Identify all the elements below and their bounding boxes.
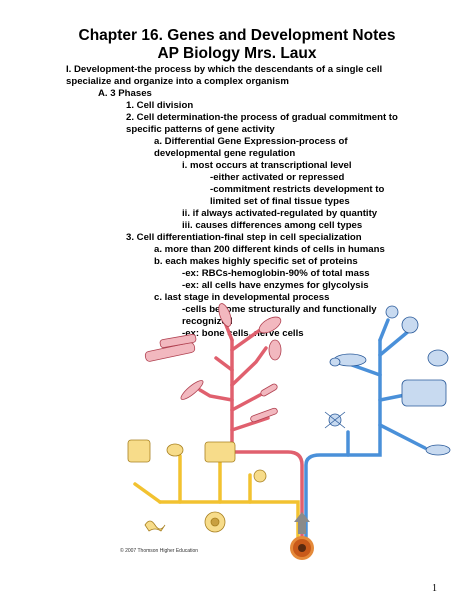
yellow-lineage-branches xyxy=(133,454,300,542)
outline-line: A. 3 Phases xyxy=(98,88,152,99)
outline-line: -ex: all cells have enzymes for glycolys… xyxy=(182,280,369,291)
outline-line: -commitment restricts development to xyxy=(210,184,385,195)
outline-line: 3. Cell differentiation-final step in ce… xyxy=(126,232,362,243)
cell-lineage-diagram: © 2007 Thomson Higher Education xyxy=(120,303,451,560)
outline-line: 1. Cell division xyxy=(126,100,194,111)
outline-line: -ex: RBCs-hemoglobin-90% of total mass xyxy=(182,268,370,279)
outline-line: I. Development-the process by which the … xyxy=(66,64,383,75)
outline-line: limited set of final tissue types xyxy=(210,196,350,207)
outline-line: -ex: bone cells, nerve cells xyxy=(182,328,304,339)
nerve-and-epithelial-cells xyxy=(324,305,451,456)
outline-line: developmental gene regulation xyxy=(154,148,296,159)
outline-line: b. each makes highly specific set of pro… xyxy=(154,256,358,267)
muscle-cells xyxy=(144,303,282,423)
chapter-title: Chapter 16. Genes and Development Notes xyxy=(78,27,396,44)
figure-credit: © 2007 Thomson Higher Education xyxy=(120,547,198,554)
bone-and-fat-cells xyxy=(127,439,267,533)
outline-line: specialize and organize into a complex o… xyxy=(66,76,289,87)
page-number: 1 xyxy=(432,583,437,594)
outline-line: iii. causes differences among cell types xyxy=(182,220,363,231)
origin-arrow xyxy=(294,512,310,534)
outline-line: c. last stage in developmental process xyxy=(154,292,330,303)
outline-line: i. most occurs at transcriptional level xyxy=(182,160,352,171)
outline-line: ii. if always activated-regulated by qua… xyxy=(182,208,378,219)
outline-line: -either activated or repressed xyxy=(210,172,345,183)
outline-line: a. Differential Gene Expression-process … xyxy=(154,136,348,147)
outline-line: specific patterns of gene activity xyxy=(126,124,275,135)
red-lineage-branches xyxy=(198,318,304,542)
outline-line: a. more than 200 different kinds of cell… xyxy=(154,244,385,255)
course-subtitle: AP Biology Mrs. Laux xyxy=(157,45,317,62)
outline-line: recognized xyxy=(182,316,233,327)
outline-line: 2. Cell determination-the process of gra… xyxy=(126,112,398,123)
blue-lineage-branches xyxy=(304,318,427,542)
zygote-cell xyxy=(290,536,314,560)
outline-line: -cells become structurally and functiona… xyxy=(182,304,377,315)
